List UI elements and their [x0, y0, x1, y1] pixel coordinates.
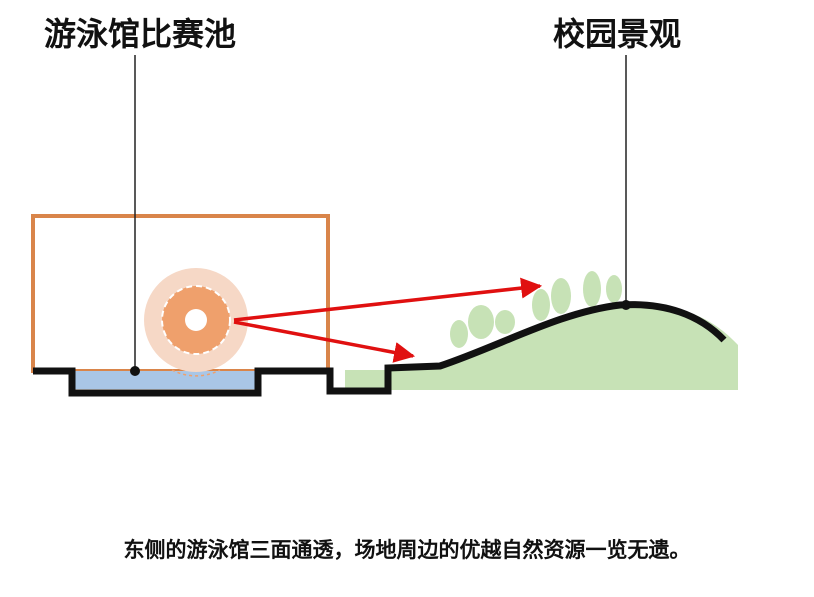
tree	[532, 289, 550, 321]
tree	[583, 271, 601, 307]
sightline-arrow-lower	[233, 320, 416, 363]
ground-patch	[345, 370, 385, 390]
sightline-arrow-upper	[233, 277, 543, 322]
diagram-caption: 东侧的游泳馆三面通透，场地周边的优越自然资源一览无遗。	[123, 538, 691, 562]
swimming-pool-label: 游泳馆比赛池	[44, 15, 237, 53]
pool-water	[72, 371, 258, 389]
tree	[450, 320, 468, 348]
tree	[551, 278, 571, 314]
viewpoint-dashed-arc	[171, 369, 221, 377]
hill-terrain	[390, 304, 738, 390]
campus-landscape-label: 校园景观	[553, 15, 682, 53]
tree	[468, 305, 494, 339]
tree	[495, 310, 515, 334]
pool-leader-dot	[130, 366, 140, 376]
ground-section-line	[33, 301, 727, 397]
landscape-leader-dot	[621, 300, 631, 310]
tree	[606, 275, 622, 303]
viewpoint-center	[185, 309, 207, 331]
